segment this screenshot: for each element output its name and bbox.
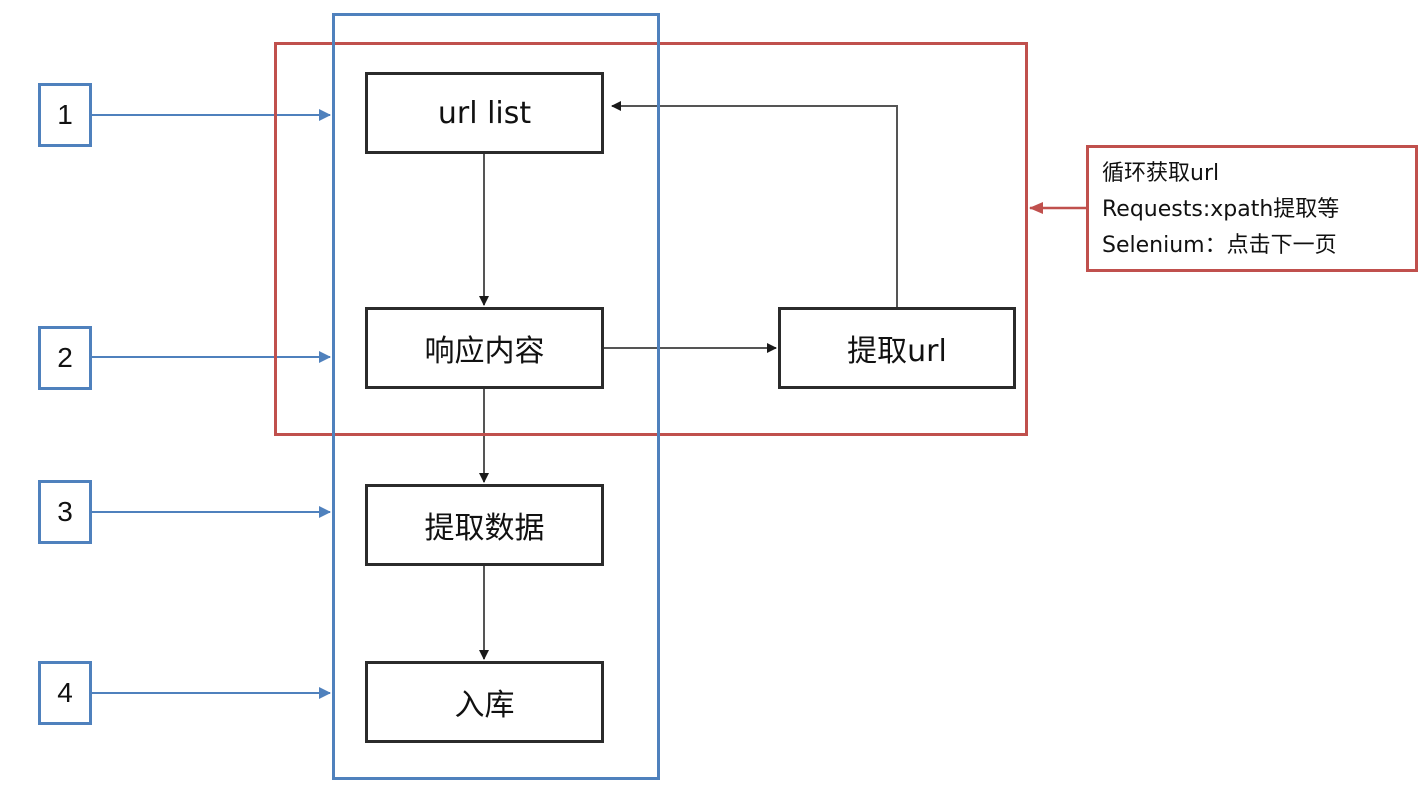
node-response: 响应内容: [365, 307, 604, 389]
main-pipeline-frame: [332, 13, 660, 780]
step-number-1-label: 1: [57, 99, 73, 130]
node-extract-url-label: 提取url: [847, 334, 947, 369]
node-extract-url: 提取url: [778, 307, 1016, 389]
node-response-label: 响应内容: [424, 334, 545, 369]
node-extract-data: 提取数据: [365, 484, 604, 566]
node-url-list: url list: [365, 72, 604, 154]
step-number-4-label: 4: [57, 677, 73, 708]
url-loop-frame: [274, 42, 1028, 436]
step-number-1: 1: [38, 83, 92, 147]
node-store-label: 入库: [454, 688, 515, 723]
note-line-3: Selenium：点击下一页: [1102, 233, 1337, 258]
step-number-2-label: 2: [57, 342, 73, 373]
node-store: 入库: [365, 661, 604, 743]
step-number-2: 2: [38, 326, 92, 390]
step-number-3-label: 3: [57, 496, 73, 527]
node-url-list-label: url list: [437, 95, 532, 131]
step-number-4: 4: [38, 661, 92, 725]
note-line-2: Requests:xpath提取等: [1102, 197, 1340, 222]
loop-note: 循环获取url Requests:xpath提取等 Selenium：点击下一页: [1086, 145, 1418, 272]
node-extract-data-label: 提取数据: [424, 511, 545, 546]
note-line-1: 循环获取url: [1102, 161, 1220, 186]
step-number-3: 3: [38, 480, 92, 544]
arrow-extract-url-loop-to-urllist: [611, 101, 898, 307]
